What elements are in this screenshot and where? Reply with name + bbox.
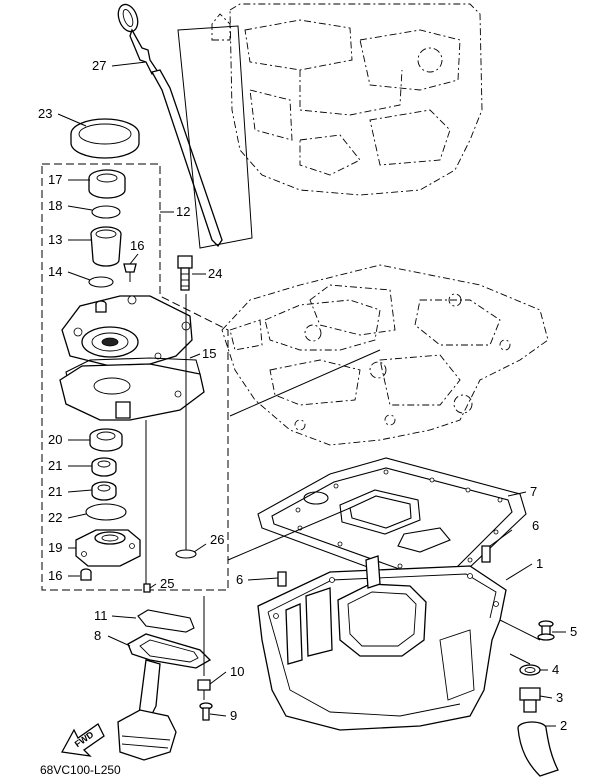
o-ring (88, 276, 114, 288)
oil-strainer (117, 633, 212, 761)
strainer-gasket (137, 609, 195, 633)
upper-case-phantom (221, 264, 549, 446)
callout-12: 12 (176, 204, 190, 219)
callout-labels: 27 23 17 18 12 13 16 14 24 15 20 21 21 2… (38, 58, 577, 733)
pump-assembly-box (41, 163, 229, 591)
callout-21-first: 21 (48, 458, 62, 473)
callout-20: 20 (48, 432, 62, 447)
dipstick (117, 3, 223, 248)
pan-bolt (537, 620, 555, 641)
callout-22: 22 (48, 510, 62, 525)
callout-26: 26 (210, 532, 224, 547)
strainer-screw (199, 702, 213, 721)
callout-5: 5 (570, 624, 577, 639)
callout-9: 9 (230, 708, 237, 723)
diagram-code: 68VC100-L250 (40, 763, 121, 777)
drain-plug (519, 687, 541, 713)
oil-pan (257, 555, 507, 731)
callout-13: 13 (48, 232, 62, 247)
fwd-arrow: FWD (60, 723, 105, 757)
o-ring-large (85, 503, 127, 521)
dowel-pin-left (277, 571, 287, 587)
callout-3: 3 (556, 690, 563, 705)
callout-2: 2 (560, 718, 567, 733)
seal-ring (70, 118, 140, 159)
oil-seal (89, 428, 123, 452)
callout-6-left: 6 (236, 572, 243, 587)
o-ring-26 (175, 549, 197, 559)
callout-16-lower: 16 (48, 568, 62, 583)
screw-lower (80, 568, 92, 581)
callout-7: 7 (530, 484, 537, 499)
o-ring-small (91, 205, 121, 219)
callout-17: 17 (48, 172, 62, 187)
pump-lower-housing (59, 363, 205, 421)
dowel-pin-right (481, 545, 491, 563)
oil-seal-upper (88, 169, 126, 199)
leader-lines (57, 61, 566, 727)
oil-pump-body (61, 295, 193, 367)
strainer-bolt (197, 679, 211, 700)
callout-21-second: 21 (48, 484, 62, 499)
drain-hose (517, 721, 559, 777)
dipstick-guide (177, 25, 253, 249)
callout-8: 8 (94, 628, 101, 643)
gasket-washer (519, 664, 541, 676)
screw-upper (123, 263, 137, 282)
callout-4: 4 (552, 662, 559, 677)
callout-11: 11 (94, 608, 108, 623)
callout-10: 10 (230, 664, 244, 679)
callout-25: 25 (160, 576, 174, 591)
callout-16-upper: 16 (130, 238, 144, 253)
callout-18: 18 (48, 198, 62, 213)
engine-block-phantom (211, 3, 483, 196)
callout-19: 19 (48, 540, 62, 555)
bearing-1 (91, 457, 117, 477)
callout-6-right: 6 (532, 518, 539, 533)
callout-24: 24 (208, 266, 222, 281)
bearing-2 (91, 481, 117, 501)
callout-15: 15 (202, 346, 216, 361)
bolt-long (177, 255, 193, 291)
sleeve (90, 226, 122, 267)
dowel-pin-lower (143, 583, 151, 593)
callout-1: 1 (536, 556, 543, 571)
callout-14: 14 (48, 264, 62, 279)
housing-cap (75, 529, 141, 567)
callout-23: 23 (38, 106, 52, 121)
oil-pan-gasket (257, 457, 527, 591)
callout-27: 27 (92, 58, 106, 73)
